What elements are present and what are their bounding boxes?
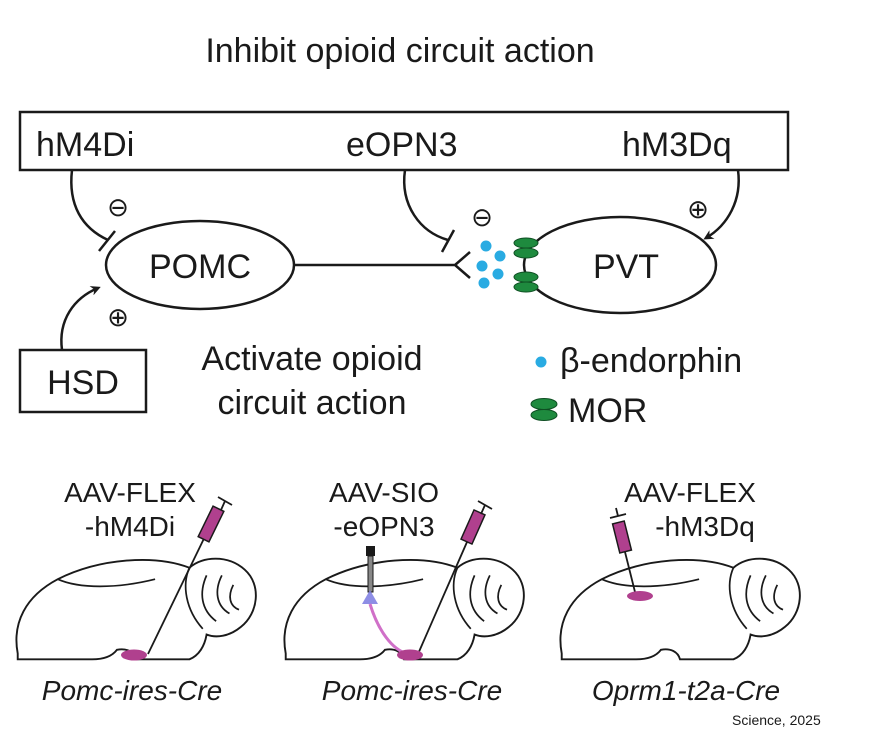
activate-label-line1: Activate opioid <box>201 340 422 378</box>
brain-sagittal-2 <box>283 557 525 661</box>
syringe-icon <box>147 496 233 655</box>
brain-sagittal-1 <box>15 557 257 661</box>
mor-receptor <box>513 281 539 293</box>
mor-receptors <box>513 237 539 293</box>
beta-endorphin-dots <box>476 240 506 289</box>
hsd-box <box>18 348 148 414</box>
brain-sagittal-3 <box>559 557 801 661</box>
panel-3-vector-line2: -hM3Dq <box>655 511 755 542</box>
eopn3-label: eOPN3 <box>346 126 458 164</box>
mor-receptor <box>513 247 539 259</box>
panel-2-mouse-line: Pomc-ires-Cre <box>322 675 502 706</box>
virus-injection-site <box>627 591 653 601</box>
panel-1-vector-line1: AAV-FLEX <box>64 477 196 508</box>
panel-1-mouse-line: Pomc-ires-Cre <box>42 675 222 706</box>
diagram-title: Inhibit opioid circuit action <box>205 32 594 70</box>
panel-3-vector-line1: AAV-FLEX <box>624 477 756 508</box>
beta-endorphin-legend-label: β-endorphin <box>560 342 742 380</box>
panel-2-vector-line1: AAV-SIO <box>329 477 439 508</box>
mor-receptor <box>513 237 539 249</box>
hsd-label: HSD <box>47 364 119 402</box>
mor-receptor <box>513 271 539 283</box>
eopn3-minus-sign: ⊖ <box>471 202 493 232</box>
beta-endorphin-dot <box>492 268 504 280</box>
panel-2-vector-line2: -eOPN3 <box>333 511 434 542</box>
syringe-icon <box>609 507 636 593</box>
panel-hm4di: AAV-FLEX -hM4Di Pomc-ires-Cre <box>15 477 257 706</box>
hm4di-inhibition-bar <box>98 230 116 252</box>
mor-legend-swatch <box>530 398 558 421</box>
beta-endorphin-dot <box>476 260 488 272</box>
beta-endorphin-dot <box>480 240 492 252</box>
hm3dq-plus-sign: ⊕ <box>687 194 709 224</box>
pomc-label: POMC <box>149 248 251 286</box>
virus-injection-site <box>121 649 147 661</box>
hsd-activation-arrow <box>60 286 101 351</box>
syringe-icon <box>417 500 493 655</box>
optic-fiber-icon <box>362 546 378 604</box>
hm4di-minus-sign: ⊖ <box>107 192 129 222</box>
hm3dq-label: hM3Dq <box>622 126 732 164</box>
eopn3-inhibition-bar <box>440 229 456 253</box>
eopn3-inhibition-arc <box>402 169 449 242</box>
beta-endorphin-dot <box>494 250 506 262</box>
pvt-node <box>522 215 718 315</box>
beta-endorphin-legend-swatch <box>535 356 547 368</box>
hsd-plus-sign: ⊕ <box>107 302 129 332</box>
panel-1-vector-line2: -hM4Di <box>85 511 175 542</box>
panel-3-mouse-line: Oprm1-t2a-Cre <box>592 675 780 706</box>
hm3dq-activation-arrow <box>703 169 740 240</box>
beta-endorphin-dot <box>478 277 490 289</box>
pvt-label: PVT <box>593 248 659 286</box>
panel-eopn3: AAV-SIO -eOPN3 Pomc-ires-Cre <box>283 477 525 706</box>
pomc-axon <box>294 251 471 279</box>
source-credit: Science, 2025 <box>732 712 821 728</box>
hm4di-inhibition-arc <box>70 169 109 242</box>
virus-injection-site <box>397 649 423 661</box>
activate-label-line2: circuit action <box>218 384 407 422</box>
hm4di-label: hM4Di <box>36 126 134 164</box>
mor-legend-label: MOR <box>568 392 647 430</box>
panel-hm3dq: AAV-FLEX -hM3Dq Oprm1-t2a-Cre <box>559 477 801 706</box>
